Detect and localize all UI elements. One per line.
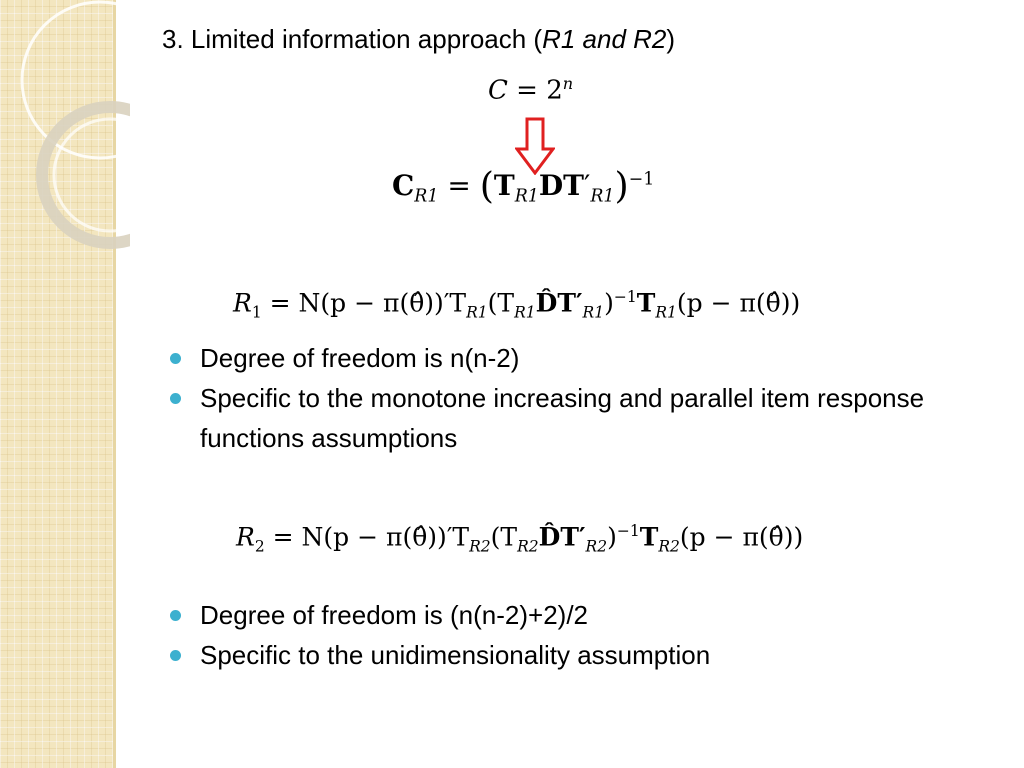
down-arrow-icon xyxy=(515,117,555,175)
sidebar-edge xyxy=(113,0,116,768)
list-item: Specific to the monotone increasing and … xyxy=(170,378,950,458)
equation-c: C = 2n xyxy=(488,74,574,106)
equation-r2: R2 = N(p − π(θ̂))′TR2(TR2D̂T′R2)−1TR2(p … xyxy=(236,522,804,556)
bullet-list-r2: Degree of freedom is (n(n-2)+2)/2 Specif… xyxy=(170,595,950,675)
list-item: Specific to the unidimensionality assump… xyxy=(170,635,950,675)
bullet-list-r1: Degree of freedom is n(n-2) Specific to … xyxy=(170,338,950,458)
list-item: Degree of freedom is (n(n-2)+2)/2 xyxy=(170,595,950,635)
decorative-rings xyxy=(20,0,130,249)
equation-r1: R1 = N(p − π(θ̂))′TR1(TR1D̂T′R1)−1TR1(p … xyxy=(233,288,801,322)
slide-title: 3. Limited information approach (R1 and … xyxy=(162,24,676,54)
list-item: Degree of freedom is n(n-2) xyxy=(170,338,950,378)
equation-c-r1: CR1 = (TR1DT′R1)−1 xyxy=(392,164,655,207)
